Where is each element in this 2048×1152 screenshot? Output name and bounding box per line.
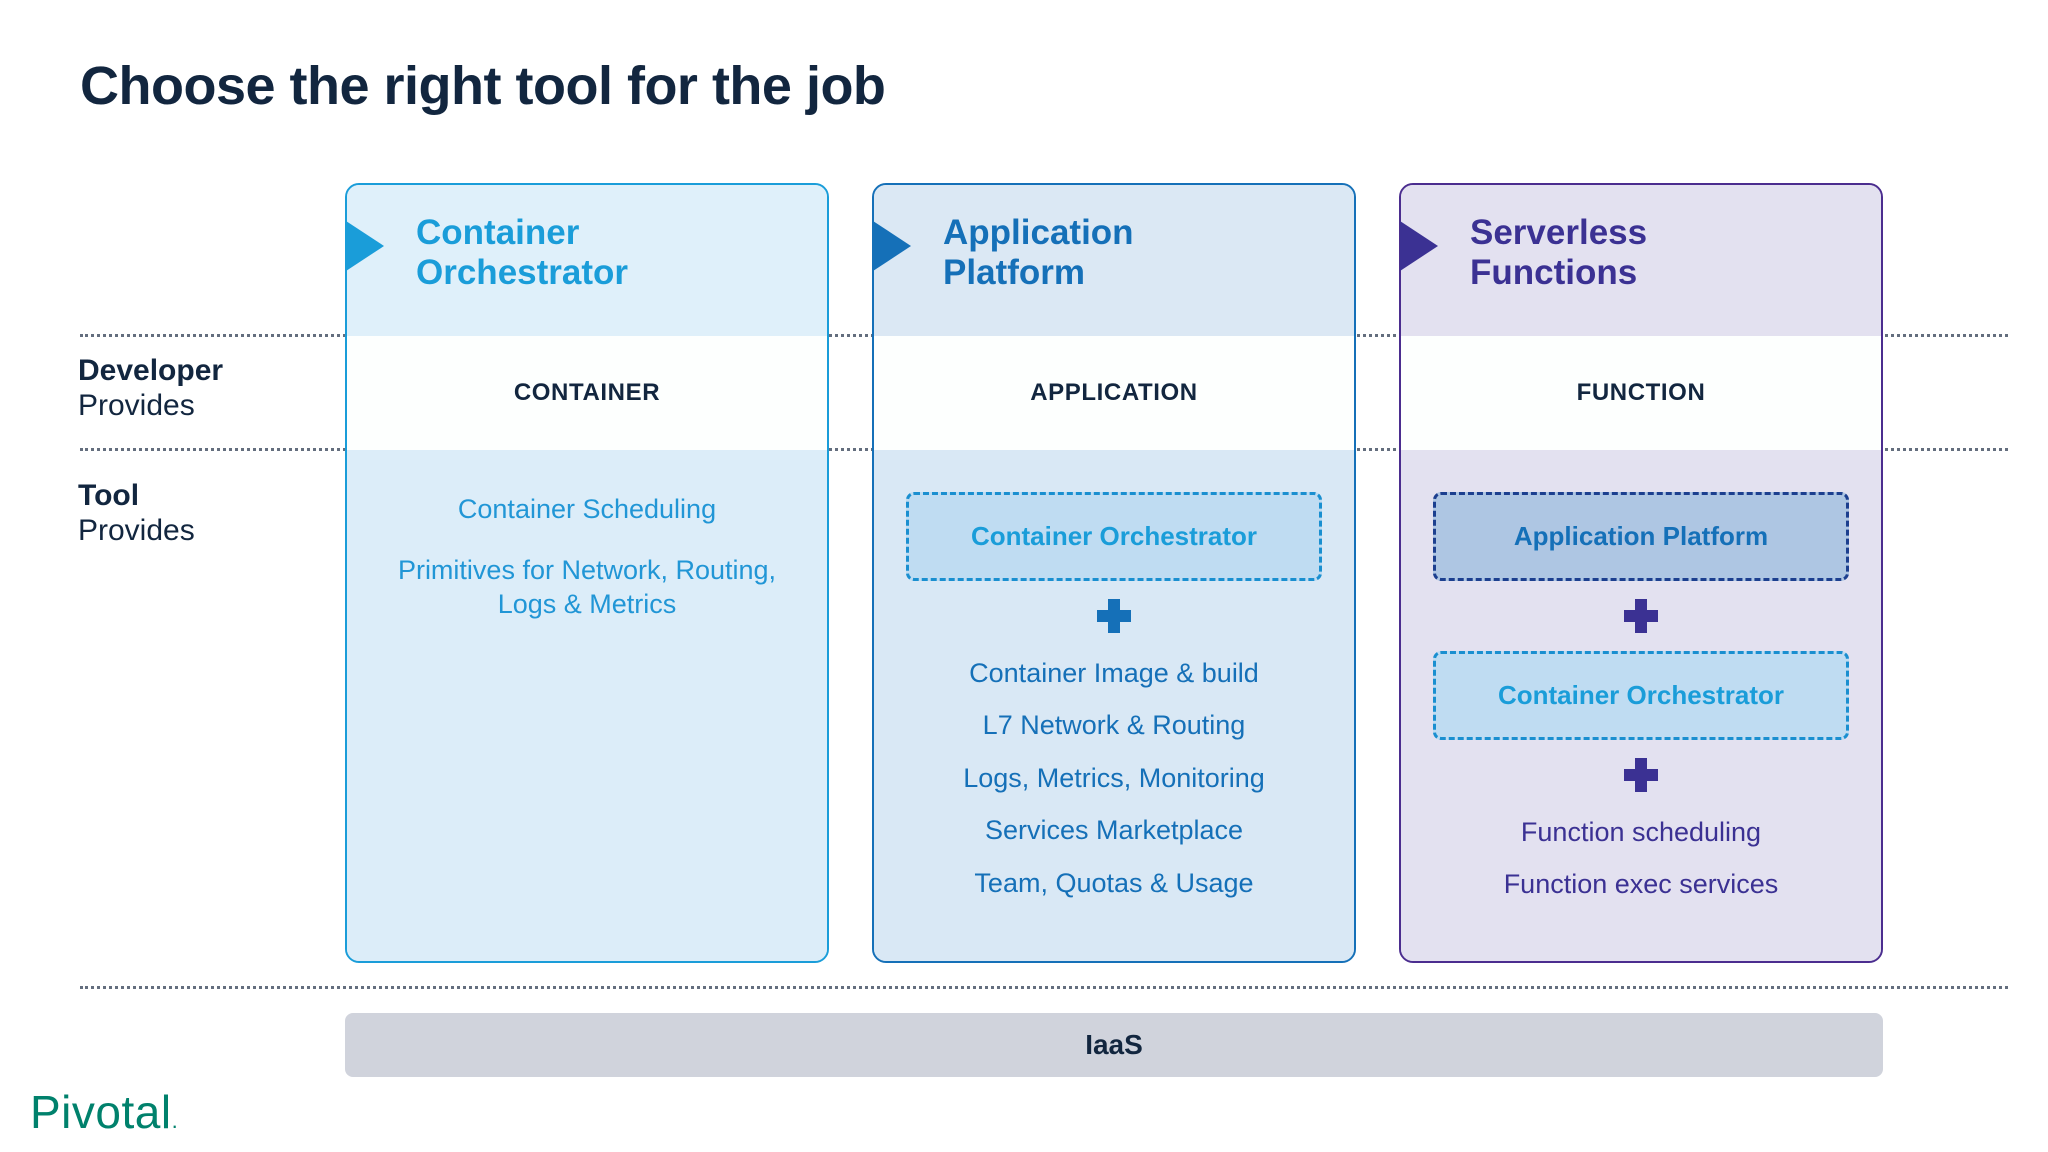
plus-icon	[1624, 599, 1658, 633]
tool-capability-list: Function scheduling Function exec servic…	[1433, 816, 1849, 921]
column-developer-band	[874, 336, 1354, 450]
list-item: Services Marketplace	[984, 815, 1244, 846]
tool-line: Container Scheduling	[457, 494, 717, 524]
triangle-right-icon	[346, 221, 384, 271]
nested-tool-block[interactable]: Container Orchestrator	[906, 492, 1322, 581]
developer-provides-value: APPLICATION	[1030, 379, 1198, 406]
column-header: Container Orchestrator	[346, 185, 827, 336]
tool-provides-content: Application Platform Container Orchestra…	[1401, 450, 1881, 961]
column-developer-band	[347, 336, 827, 450]
column-header: Application Platform	[873, 185, 1354, 336]
row-label-developer: Developer Provides	[78, 353, 328, 424]
column-tool-band	[347, 450, 827, 961]
list-item: Logs, Metrics, Monitoring	[963, 762, 1265, 793]
iaas-foundation-bar: IaaS	[345, 1013, 1883, 1077]
row-label-developer-normal: Provides	[78, 389, 195, 423]
tool-provides-content: Container Orchestrator Container Image &…	[874, 450, 1354, 961]
row-label-tool: Tool Provides	[78, 478, 328, 549]
list-item: L7 Network & Routing	[982, 710, 1246, 741]
nested-tool-block[interactable]: Application Platform	[1433, 492, 1849, 581]
tool-capability-list: Container Image & build L7 Network & Rou…	[906, 657, 1322, 919]
triangle-right-icon	[873, 221, 911, 271]
column-title: Container Orchestrator	[416, 213, 629, 292]
page-title: Choose the right tool for the job	[80, 56, 886, 116]
tool-provides-content: Container Scheduling Primitives for Netw…	[347, 450, 827, 961]
list-item: Team, Quotas & Usage	[974, 867, 1254, 898]
column-container-orchestrator[interactable]: Container Orchestrator CONTAINER Contain…	[345, 183, 829, 963]
tool-line: Primitives for Network, Routing, Logs & …	[397, 554, 777, 620]
triangle-right-icon	[1400, 221, 1438, 271]
column-title: Application Platform	[943, 213, 1134, 292]
row-label-developer-strong: Developer	[78, 354, 224, 387]
developer-provides-value: CONTAINER	[513, 379, 661, 406]
divider-above-iaas	[80, 986, 2008, 989]
row-label-tool-strong: Tool	[78, 479, 140, 512]
column-developer-band	[1401, 336, 1881, 450]
list-item: Container Image & build	[969, 658, 1259, 688]
column-application-platform[interactable]: Application Platform APPLICATION Contain…	[872, 183, 1356, 963]
column-header-band	[347, 185, 827, 336]
row-label-tool-normal: Provides	[78, 514, 195, 548]
nested-tool-block[interactable]: Container Orchestrator	[1433, 651, 1849, 740]
column-title: Serverless Functions	[1470, 213, 1648, 292]
list-item: Function scheduling	[1520, 817, 1762, 847]
column-header-band	[874, 185, 1354, 336]
list-item: Function exec services	[1503, 869, 1779, 900]
iaas-label: IaaS	[1085, 1029, 1143, 1060]
pivotal-logo: Pivotal.	[30, 1085, 178, 1139]
pivotal-logo-text: Pivotal	[30, 1086, 172, 1138]
plus-icon	[1097, 599, 1131, 633]
developer-provides-value: FUNCTION	[1576, 379, 1706, 406]
column-serverless-functions[interactable]: Serverless Functions FUNCTION Applicatio…	[1399, 183, 1883, 963]
column-header-band	[1401, 185, 1881, 336]
column-header: Serverless Functions	[1400, 185, 1881, 336]
pivotal-logo-mark: .	[171, 1108, 179, 1133]
plus-icon	[1624, 758, 1658, 792]
